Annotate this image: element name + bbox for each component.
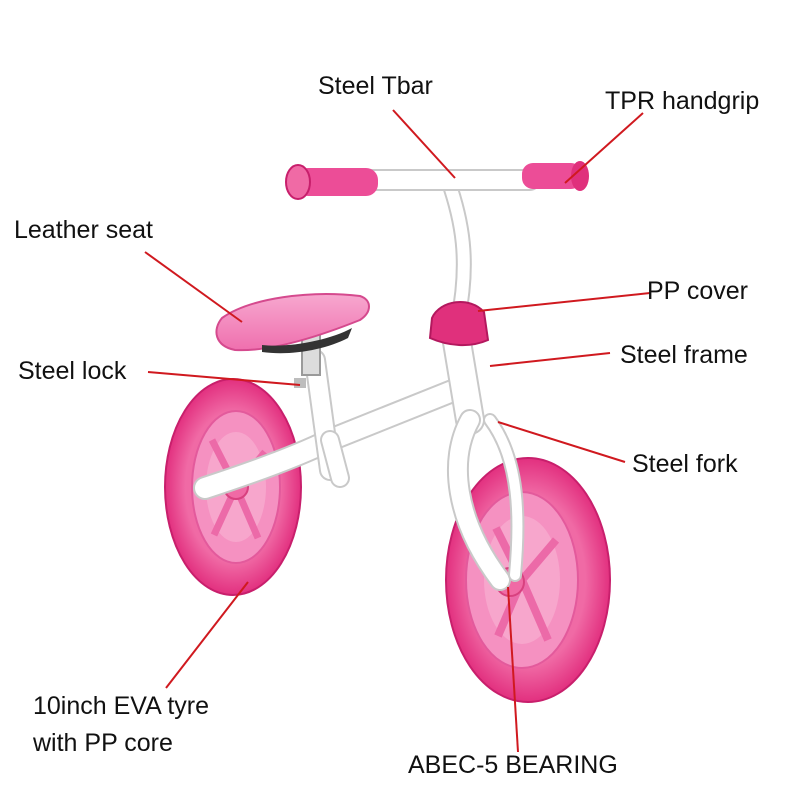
label-bearing: ABEC-5 BEARING [408,750,618,781]
seat [216,294,369,353]
label-steel-tbar: Steel Tbar [318,71,433,102]
head-cover [430,302,488,345]
label-steel-frame: Steel frame [620,340,748,371]
label-steel-fork: Steel fork [632,449,738,480]
label-tyre-line2: with PP core [33,728,173,759]
label-tpr-handgrip: TPR handgrip [605,86,759,117]
label-leather-seat: Leather seat [14,215,153,246]
label-pp-cover: PP cover [647,276,748,307]
label-tyre-line1: 10inch EVA tyre [33,691,209,722]
label-steel-lock: Steel lock [18,356,126,387]
